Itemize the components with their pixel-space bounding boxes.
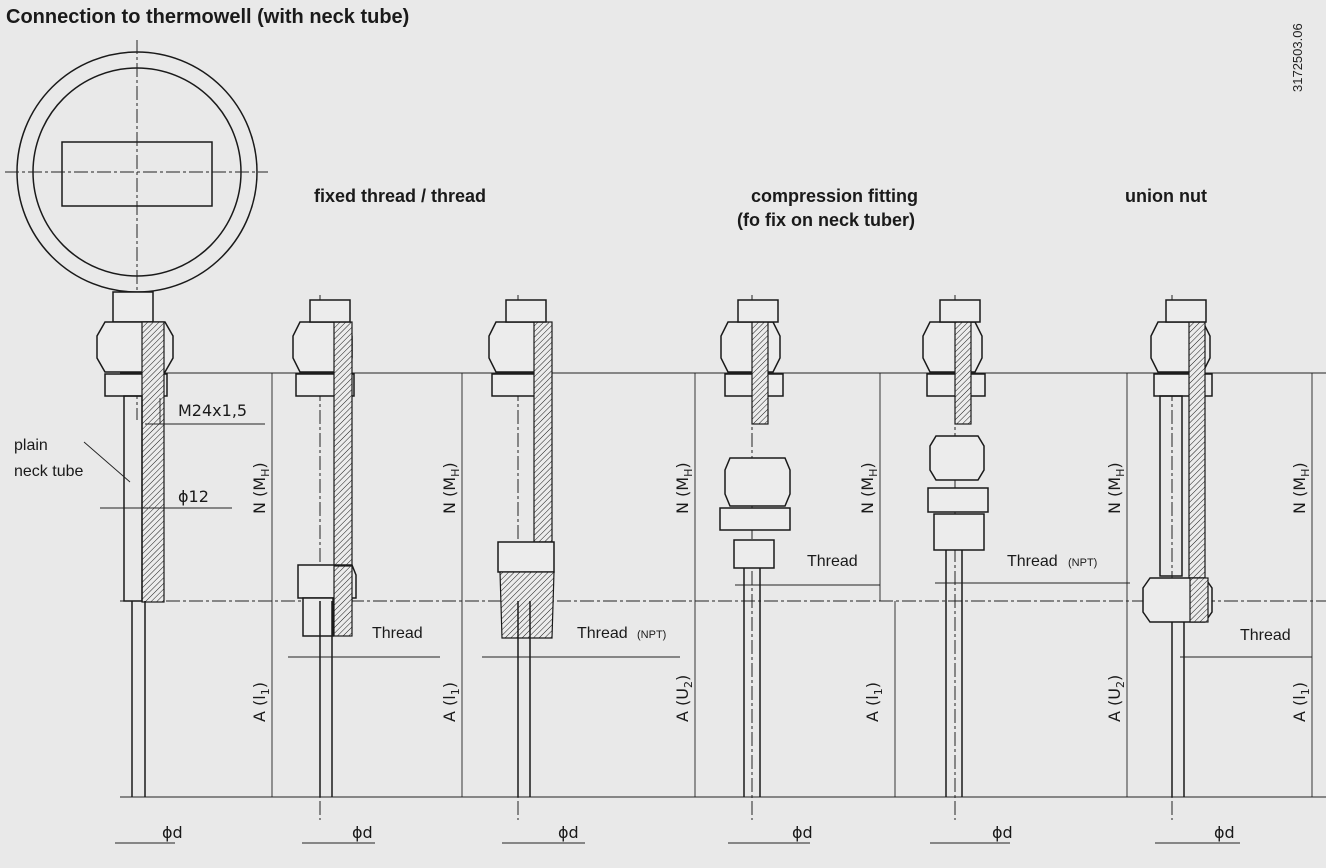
dim-A-6: A (l1) bbox=[1290, 682, 1312, 722]
stem-diameter-3: ϕd bbox=[502, 823, 585, 844]
thread-callout-5: Thread bbox=[1240, 627, 1291, 644]
stem-diameter-6: ϕd bbox=[1155, 823, 1240, 844]
dim-N-5: N (MH) bbox=[1105, 462, 1127, 514]
svg-text:ϕd: ϕd bbox=[1214, 823, 1235, 842]
assembly-union-nut bbox=[1142, 295, 1313, 820]
neck-diameter-label: ϕ12 bbox=[178, 487, 209, 506]
dim-N-1: N (MH) bbox=[250, 462, 272, 514]
svg-text:N (MH): N (MH) bbox=[858, 462, 880, 514]
svg-text:N (MH): N (MH) bbox=[673, 462, 695, 514]
thread-callout-2: Thread (NPT) bbox=[482, 625, 680, 658]
svg-text:Thread: Thread bbox=[1240, 627, 1291, 644]
assembly-compression-fitting bbox=[719, 295, 896, 820]
svg-text:N (MH): N (MH) bbox=[440, 462, 462, 514]
dim-A-1: A (l1) bbox=[250, 682, 272, 722]
svg-text:ϕd: ϕd bbox=[352, 823, 373, 842]
svg-text:A (U2): A (U2) bbox=[673, 675, 695, 722]
dim-N-6: N (MH) bbox=[1290, 462, 1312, 514]
thread-size-label: M24x1,5 bbox=[178, 401, 247, 420]
assembly-fixed-thread bbox=[292, 295, 463, 820]
svg-text:(NPT): (NPT) bbox=[1068, 557, 1097, 569]
svg-text:ϕd: ϕd bbox=[162, 823, 183, 842]
thread-callout-4: Thread (NPT) bbox=[1007, 553, 1097, 570]
dim-N-3: N (MH) bbox=[673, 462, 695, 514]
svg-text:A (U2): A (U2) bbox=[1105, 675, 1127, 722]
dim-N-4: N (MH) bbox=[858, 462, 880, 514]
gauge-head bbox=[5, 40, 268, 797]
svg-text:ϕd: ϕd bbox=[792, 823, 813, 842]
svg-text:N (MH): N (MH) bbox=[1105, 462, 1127, 514]
svg-text:ϕd: ϕd bbox=[992, 823, 1013, 842]
plain-neck-tube-label-1: plain bbox=[14, 437, 48, 454]
stem-diameter-4: ϕd bbox=[728, 823, 813, 844]
svg-text:A (l1): A (l1) bbox=[863, 682, 885, 722]
heading-compression-fitting-2: (fo fix on neck tuber) bbox=[737, 210, 915, 230]
assembly-compression-npt bbox=[922, 295, 1130, 820]
heading-fixed-thread: fixed thread / thread bbox=[314, 186, 486, 206]
gauge-annotations: M24x1,5 ϕ12 plain neck tube bbox=[14, 373, 273, 797]
dim-A-3: A (U2) bbox=[673, 675, 695, 722]
page-title: Connection to thermowell (with neck tube… bbox=[6, 6, 410, 28]
heading-compression-fitting-1: compression fitting bbox=[751, 186, 918, 206]
svg-text:Thread: Thread bbox=[372, 625, 423, 642]
svg-text:A (l1): A (l1) bbox=[1290, 682, 1312, 722]
dim-A-4: A (l1) bbox=[863, 682, 885, 722]
stem-diameter-2: ϕd bbox=[302, 823, 375, 844]
svg-text:(NPT): (NPT) bbox=[637, 629, 666, 641]
svg-text:ϕd: ϕd bbox=[558, 823, 579, 842]
svg-text:N (MH): N (MH) bbox=[1290, 462, 1312, 514]
dim-N-2: N (MH) bbox=[440, 462, 462, 514]
dim-A-5: A (U2) bbox=[1105, 675, 1127, 722]
dim-A-2: A (l1) bbox=[440, 682, 462, 722]
stem-diameter-1: ϕd bbox=[115, 823, 183, 844]
svg-text:Thread: Thread bbox=[1007, 553, 1058, 570]
assembly-npt bbox=[488, 295, 696, 820]
heading-union-nut: union nut bbox=[1125, 186, 1207, 206]
svg-text:A (l1): A (l1) bbox=[440, 682, 462, 722]
svg-text:Thread: Thread bbox=[577, 625, 628, 642]
svg-text:A (l1): A (l1) bbox=[250, 682, 272, 722]
thread-callout-1: Thread bbox=[288, 625, 440, 658]
stem-diameter-5: ϕd bbox=[930, 823, 1013, 844]
plain-neck-tube-label-2: neck tube bbox=[14, 463, 83, 480]
thread-callout-3: Thread bbox=[807, 553, 858, 570]
svg-text:N (MH): N (MH) bbox=[250, 462, 272, 514]
svg-text:Thread: Thread bbox=[807, 553, 858, 570]
